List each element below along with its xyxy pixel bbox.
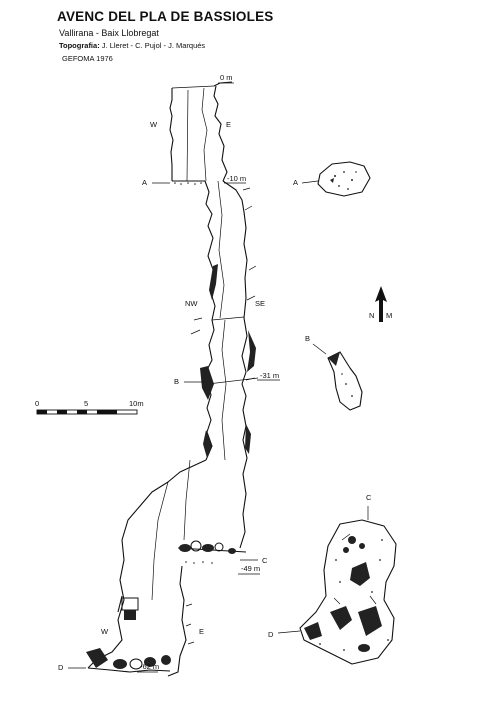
depth-markers: 0 m -10 m -31 m -49 m -62 m [137, 73, 280, 673]
section-c-marker: C [262, 556, 268, 565]
label-w-top: W [150, 120, 158, 129]
cross-section-c-d: C D [268, 493, 397, 665]
scale-tick-10m: 10m [129, 399, 144, 408]
label-nw: NW [185, 299, 198, 308]
scale-bar: 0 5 10m [35, 399, 144, 415]
scale-tick-0: 0 [35, 399, 39, 408]
depth-0m: 0 m [220, 73, 233, 82]
topography-label: Topografia: [59, 41, 100, 50]
north-arrow-label-n: N [369, 311, 374, 320]
north-arrow: N M [369, 286, 392, 322]
cross-section-b-label: B [305, 334, 310, 343]
cross-section-a: A [293, 161, 371, 197]
rubble-49m [179, 540, 236, 564]
topography-authors: J. Lleret - C. Pujol - J. Marqués [101, 41, 206, 50]
survey-organization: GEFOMA 1976 [62, 54, 113, 63]
survey-location: Vallirana - Baix Llobregat [59, 28, 159, 38]
north-arrow-label-m: M [386, 311, 392, 320]
label-e-bottom: E [199, 627, 204, 636]
ledge-rubble-10m [174, 182, 202, 185]
scale-tick-5: 5 [84, 399, 88, 408]
label-se: SE [255, 299, 265, 308]
survey-credits: Topografia: J. Lleret - C. Pujol - J. Ma… [59, 41, 205, 50]
label-w-bottom: W [101, 627, 109, 636]
depth-31m: -31 m [260, 371, 279, 380]
boulders-lower [86, 597, 195, 670]
orientation-labels: W E NW SE W E [101, 120, 265, 636]
cross-section-a-label: A [293, 178, 298, 187]
cave-profile [86, 81, 259, 677]
depth-49m: -49 m [241, 564, 260, 573]
cross-section-c-label: C [366, 493, 372, 502]
section-d-marker: D [58, 663, 64, 672]
cross-section-d-label: D [268, 630, 274, 639]
section-markers: A B C D [58, 178, 268, 672]
cross-section-b: B [305, 334, 363, 411]
depth-10m: -10 m [227, 174, 246, 183]
section-b-marker: B [174, 377, 179, 386]
section-a-marker: A [142, 178, 147, 187]
depth-62m: -62 m [140, 662, 159, 671]
survey-title: AVENC DEL PLA DE BASSIOLES [57, 9, 274, 24]
label-e-top: E [226, 120, 231, 129]
